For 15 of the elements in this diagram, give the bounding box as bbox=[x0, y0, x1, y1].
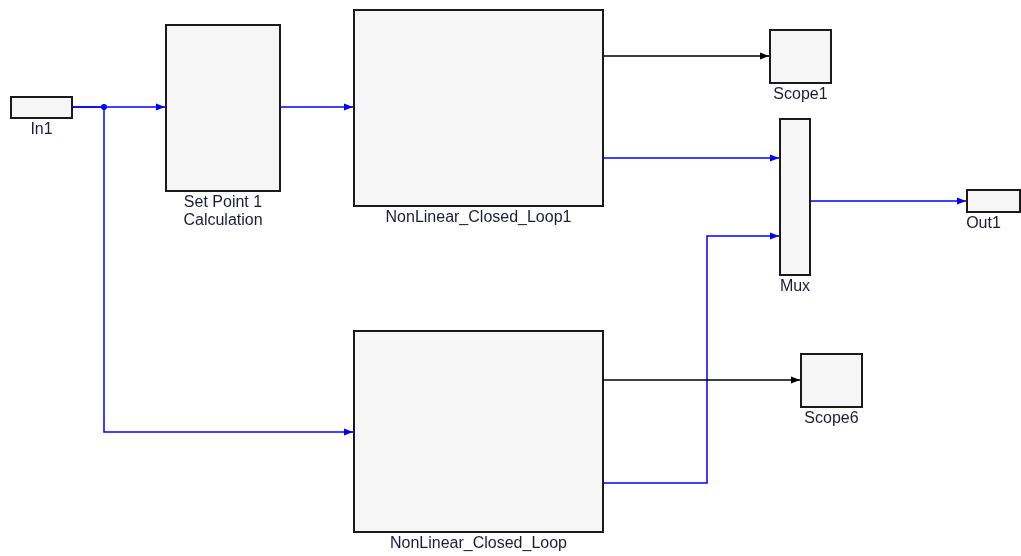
block-label: Scope1 bbox=[773, 85, 828, 103]
signal-line bbox=[603, 154, 780, 162]
signal-line bbox=[810, 197, 967, 205]
block-label: In1 bbox=[30, 120, 53, 138]
block-label: NonLinear_Closed_Loop1 bbox=[385, 208, 572, 226]
signal-line bbox=[603, 52, 770, 60]
signal-line bbox=[280, 103, 354, 111]
block-label: NonLinear_Closed_Loop bbox=[390, 534, 567, 552]
block-label: Set Point 1 Calculation bbox=[182, 193, 264, 229]
block-label: Mux bbox=[779, 277, 811, 295]
signal-line bbox=[603, 232, 780, 484]
signal-line bbox=[603, 376, 801, 384]
block-label: Scope6 bbox=[804, 409, 859, 427]
signal-line bbox=[72, 106, 354, 436]
block-label: Out1 bbox=[966, 214, 1001, 232]
